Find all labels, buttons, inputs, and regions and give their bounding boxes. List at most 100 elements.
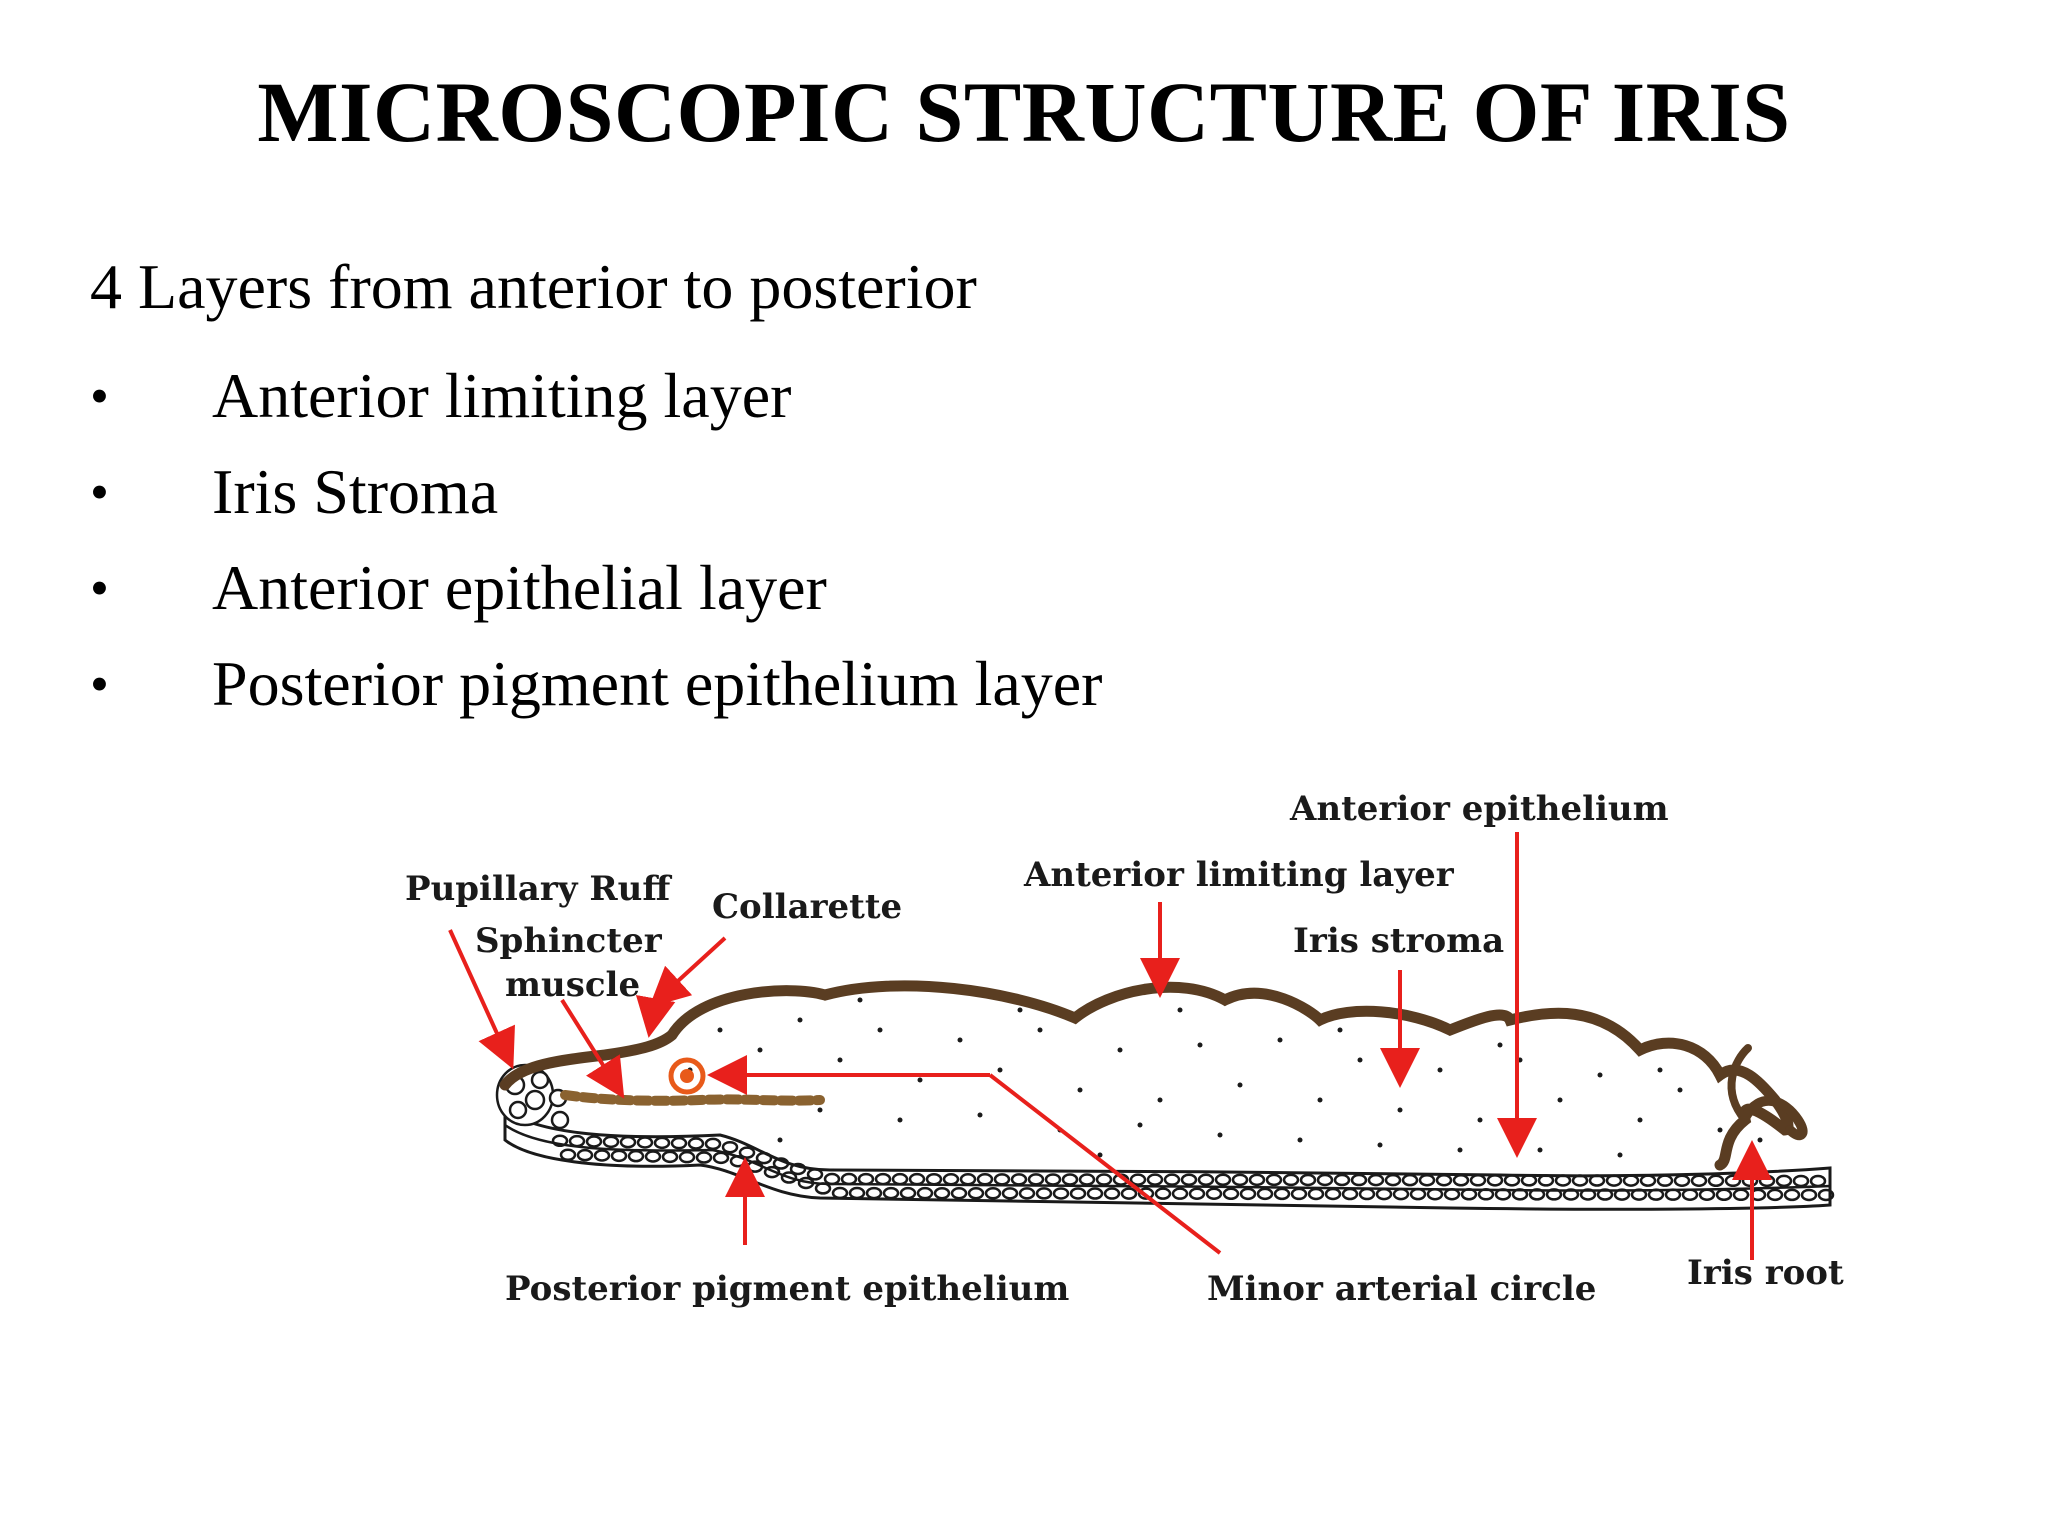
epithelial-cell xyxy=(1358,1187,1376,1201)
epithelial-cell xyxy=(1086,1187,1104,1200)
bullet-icon: • xyxy=(90,654,109,714)
epithelial-cell xyxy=(1375,1187,1393,1201)
epithelial-cell xyxy=(1656,1174,1674,1187)
epithelial-cell xyxy=(1673,1174,1691,1187)
epithelial-cell xyxy=(789,1162,807,1176)
epithelial-cell xyxy=(1766,1188,1784,1202)
epithelial-cell xyxy=(1775,1174,1793,1188)
epithelial-cell xyxy=(1630,1188,1648,1201)
epithelial-cell xyxy=(1647,1188,1665,1201)
epithelial-cell xyxy=(840,1172,858,1186)
epithelial-cell xyxy=(559,1148,577,1162)
slide-title: MICROSCOPIC STRUCTURE OF IRIS xyxy=(257,64,1791,160)
epithelial-cell xyxy=(1537,1174,1555,1187)
epithelial-cell xyxy=(882,1186,900,1200)
epithelial-cell xyxy=(653,1136,671,1150)
epithelial-cell xyxy=(1197,1173,1215,1187)
epithelial-cell xyxy=(942,1172,960,1186)
epithelial-cell xyxy=(1732,1188,1750,1202)
epithelial-cell xyxy=(1367,1173,1385,1187)
epithelial-cell xyxy=(568,1134,586,1148)
epithelial-cell xyxy=(1469,1174,1487,1187)
epithelial-cell xyxy=(925,1172,943,1186)
epithelial-cell xyxy=(1409,1187,1427,1201)
epithelial-cell xyxy=(1163,1173,1181,1186)
epithelial-cell xyxy=(891,1172,909,1186)
epithelial-cell xyxy=(780,1171,798,1184)
epithelial-cell xyxy=(678,1150,696,1164)
epithelial-cell xyxy=(1188,1187,1206,1200)
epithelial-cell xyxy=(1010,1173,1028,1186)
epithelial-cell xyxy=(704,1137,722,1151)
epithelial-cell xyxy=(1715,1188,1733,1202)
epithelial-cell xyxy=(1027,1173,1045,1186)
epithelial-cell xyxy=(1307,1187,1325,1201)
minor-arterial-circle xyxy=(668,1057,706,1095)
epithelial-cell xyxy=(993,1173,1011,1186)
epithelial-cell xyxy=(772,1157,790,1170)
epithelial-cell xyxy=(1205,1187,1223,1201)
epithelial-cell xyxy=(1333,1173,1351,1187)
epithelial-cell xyxy=(602,1135,620,1149)
epithelial-cell xyxy=(1018,1187,1036,1200)
epithelial-cell xyxy=(857,1172,875,1186)
epithelial-cell xyxy=(1137,1187,1155,1200)
epithelial-cell xyxy=(1256,1187,1274,1201)
epithelial-cell xyxy=(1401,1173,1419,1187)
bullet-icon: • xyxy=(90,462,109,522)
iris-stroma-region xyxy=(505,985,1790,1183)
epithelial-cell xyxy=(1707,1174,1725,1188)
epithelial-cell xyxy=(1486,1174,1504,1187)
epithelial-cell xyxy=(1435,1173,1453,1187)
epithelial-cell xyxy=(1290,1187,1308,1201)
label-minor-arterial-circle: Minor arterial circle xyxy=(1207,1269,1596,1309)
epithelial-cell xyxy=(1503,1174,1521,1187)
epithelial-cell xyxy=(1052,1187,1070,1200)
epithelial-cell xyxy=(797,1176,815,1190)
layer-list: • Anterior limiting layer • Iris Stroma … xyxy=(90,348,1102,732)
label-iris-root: Iris root xyxy=(1687,1253,1844,1293)
epithelial-cell xyxy=(695,1151,713,1164)
epithelial-cell xyxy=(551,1134,569,1148)
epithelial-cell xyxy=(670,1136,688,1150)
epithelial-cell xyxy=(1265,1173,1283,1187)
epithelial-cell xyxy=(976,1173,994,1186)
list-item: • Anterior limiting layer xyxy=(90,348,1102,444)
epithelial-cell xyxy=(967,1187,985,1200)
epithelial-cell xyxy=(619,1135,637,1149)
label-iris-stroma: Iris stroma xyxy=(1293,921,1504,961)
label-pupillary-ruff: Pupillary Ruff xyxy=(405,869,672,909)
epithelial-cell xyxy=(959,1173,977,1186)
epithelial-cell xyxy=(1681,1188,1699,1201)
epithelial-cell xyxy=(661,1150,679,1164)
epithelial-cell xyxy=(593,1149,611,1162)
epithelial-cell xyxy=(1273,1187,1291,1201)
list-item: • Iris Stroma xyxy=(90,444,1102,540)
epithelial-cell xyxy=(1103,1187,1121,1200)
epithelial-cell xyxy=(1146,1173,1164,1186)
label-collarette: Collarette xyxy=(712,887,902,927)
epithelial-cell xyxy=(1316,1173,1334,1187)
list-item: • Posterior pigment epithelium layer xyxy=(90,636,1102,732)
epithelial-cell xyxy=(1350,1173,1368,1187)
epithelial-cell xyxy=(848,1186,866,1200)
epithelial-cell xyxy=(1426,1187,1444,1201)
epithelial-cell xyxy=(1239,1187,1257,1201)
epithelial-cell xyxy=(763,1165,781,1179)
epithelial-cell xyxy=(1222,1187,1240,1201)
epithelial-cell xyxy=(585,1135,603,1148)
list-item-text: Iris Stroma xyxy=(212,456,499,527)
epithelial-cell xyxy=(1154,1187,1172,1200)
epithelial-cell xyxy=(1035,1187,1053,1200)
epithelial-cell xyxy=(1324,1187,1342,1201)
epithelial-cell xyxy=(1613,1188,1631,1201)
epithelial-cell xyxy=(1783,1188,1801,1202)
epithelial-cell xyxy=(806,1168,824,1181)
list-item-text: Posterior pigment epithelium layer xyxy=(212,648,1103,719)
epithelial-cell xyxy=(1800,1188,1818,1202)
sphincter-muscle xyxy=(560,1090,825,1106)
epithelial-cell xyxy=(831,1186,849,1200)
epithelial-cell xyxy=(865,1186,883,1200)
